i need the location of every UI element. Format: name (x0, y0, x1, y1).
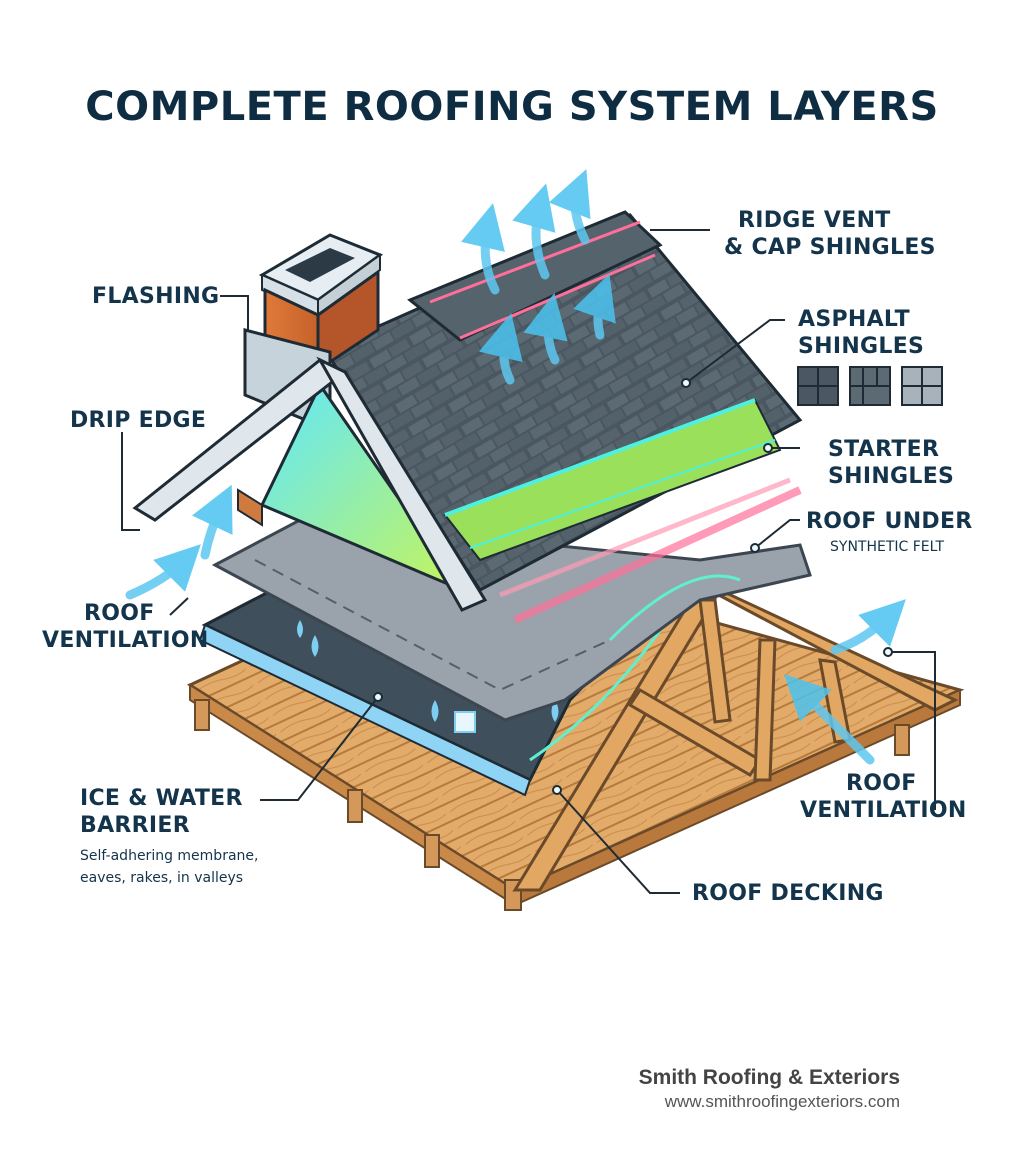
underlayment-label: ROOF UNDER (806, 509, 973, 534)
leader-dots (373, 378, 893, 795)
vent-right-label-line1: ROOF (846, 771, 917, 796)
leader-lines (121, 229, 936, 894)
brand-name: Smith Roofing & Exteriors (638, 1066, 900, 1089)
gable-end (132, 356, 488, 612)
ridge-vent-label-line2: & CAP SHINGLES (724, 235, 936, 260)
ice-water-desc-line1: Self-adhering membrane, (80, 848, 259, 864)
brand-block: Smith Roofing & Exteriors www.smithroofi… (639, 1066, 900, 1112)
shingle-swatches (797, 366, 943, 406)
ice-water-desc-line2: eaves, rakes, in valleys (80, 870, 244, 886)
ice-water-label-line1: ICE & WATER (80, 786, 243, 811)
starter-label-line1: STARTER (828, 437, 940, 462)
drip-edge-label: DRIP EDGE (70, 408, 207, 433)
asphalt-label-line2: SHINGLES (798, 334, 925, 359)
flashing-label: FLASHING (92, 284, 220, 309)
vent-right-label-line2: VENTILATION (800, 798, 967, 823)
vent-left-label-line1: ROOF (84, 601, 155, 626)
brand-url: www.smithroofingexteriors.com (664, 1092, 900, 1111)
page-title: COMPLETE ROOFING SYSTEM LAYERS (85, 84, 939, 130)
starter-glow-strip (513, 486, 802, 624)
airflow-arrows (125, 169, 906, 765)
vent-left-label-line2: VENTILATION (42, 628, 209, 653)
starter-glow-strip-2 (499, 477, 791, 598)
asphalt-label-line1: ASPHALT (798, 307, 910, 332)
decking-label: ROOF DECKING (692, 881, 884, 906)
ice-water-label-line2: BARRIER (80, 813, 190, 838)
starter-label-line2: SHINGLES (828, 464, 955, 489)
asphalt-shingle-layer (322, 210, 803, 592)
underlayment-sublabel: SYNTHETIC FELT (830, 539, 945, 555)
ridge-vent-label-line1: RIDGE VENT (738, 208, 891, 233)
roof-truss (512, 583, 959, 892)
